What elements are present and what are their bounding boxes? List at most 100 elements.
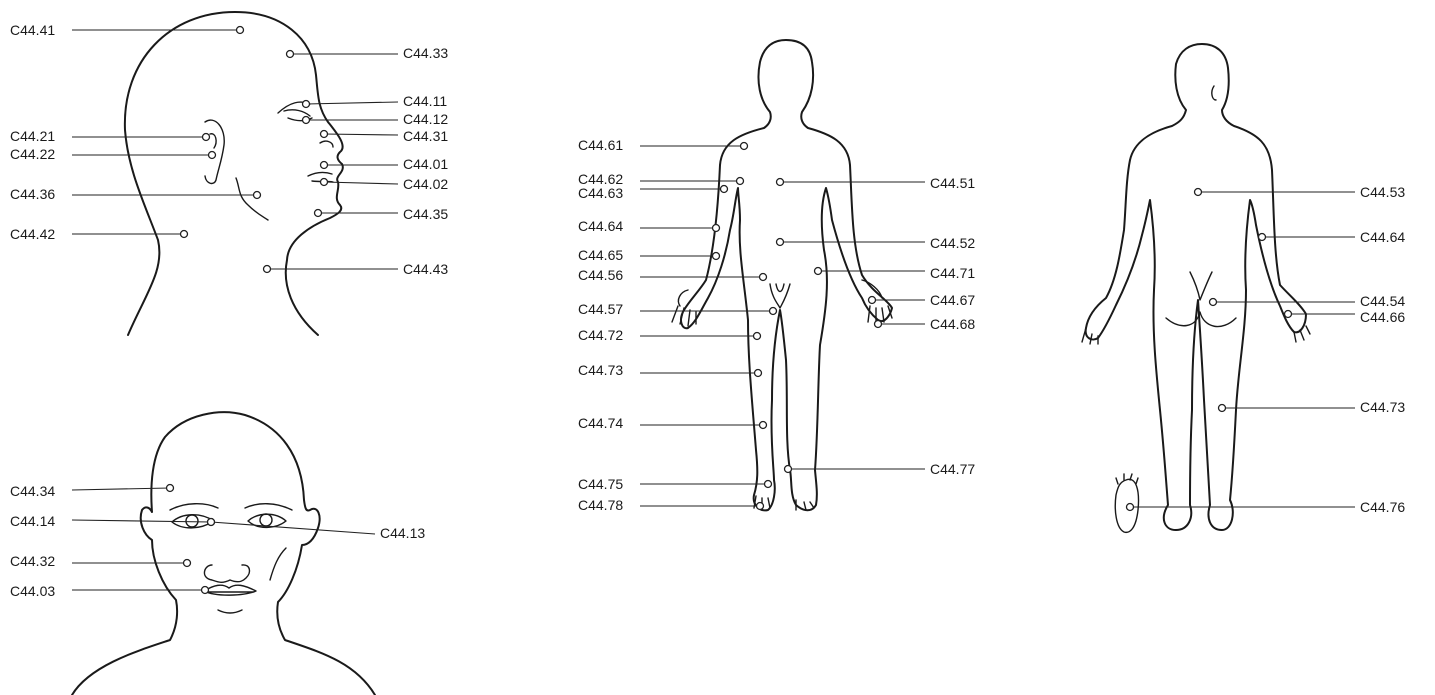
site-marker: [755, 501, 765, 511]
site-marker: [758, 272, 768, 282]
site-marker: [752, 331, 762, 341]
nostril-profile: [319, 140, 334, 148]
site-marker: [1217, 403, 1227, 413]
site-marker: [179, 229, 189, 239]
callout-c44-54: C44.54: [1208, 293, 1405, 309]
code-label: C44.41: [10, 22, 55, 38]
callout-c44-72: C44.72: [578, 327, 762, 343]
callout-c44-77: C44.77: [783, 461, 975, 477]
callout-c44-64: C44.64: [1257, 229, 1405, 245]
code-label: C44.33: [403, 45, 448, 61]
site-marker: [711, 251, 721, 261]
site-marker: [206, 517, 216, 527]
site-marker: [739, 141, 749, 151]
site-marker: [1208, 297, 1218, 307]
back-right-hand: [1293, 325, 1311, 343]
code-label: C44.31: [403, 128, 448, 144]
left-iris: [185, 514, 199, 528]
ear-outline: [204, 119, 225, 185]
front-right-hand: [861, 279, 893, 325]
nose-front: [203, 564, 251, 583]
callout-c44-61: C44.61: [578, 137, 749, 153]
site-marker: [813, 266, 823, 276]
buttocks-line: [1165, 271, 1237, 328]
site-marker: [711, 223, 721, 233]
callout-c44-12: C44.12: [301, 111, 448, 127]
site-marker: [719, 184, 729, 194]
callout-c44-62: C44.62: [578, 171, 745, 187]
callout-c44-65: C44.65: [578, 247, 721, 263]
code-label: C44.73: [578, 362, 623, 378]
code-label: C44.35: [403, 206, 448, 222]
body-front-outline: [680, 39, 893, 512]
callout-c44-51: C44.51: [775, 175, 975, 191]
code-label: C44.65: [578, 247, 623, 263]
code-label: C44.52: [930, 235, 975, 251]
site-marker: [775, 177, 785, 187]
callout-c44-67: C44.67: [867, 292, 975, 308]
code-label: C44.76: [1360, 499, 1405, 515]
code-label: C44.71: [930, 265, 975, 281]
site-marker: [319, 160, 329, 170]
body-back-figure: [1081, 43, 1311, 534]
code-label: C44.42: [10, 226, 55, 242]
callout-c44-68: C44.68: [873, 316, 975, 332]
callout-c44-66: C44.66: [1283, 309, 1405, 325]
code-label: C44.72: [578, 327, 623, 343]
leader-line: [323, 181, 399, 185]
cheek-line: [269, 547, 287, 581]
site-marker: [758, 420, 768, 430]
site-marker: [873, 319, 883, 329]
site-marker: [1283, 309, 1293, 319]
callout-c44-71: C44.71: [813, 265, 975, 281]
site-marker: [1257, 232, 1267, 242]
jaw-line: [235, 177, 269, 221]
site-marker: [235, 25, 245, 35]
callout-c44-57: C44.57: [578, 301, 778, 317]
callout-layer: C44.41C44.33C44.11C44.12C44.31C44.21C44.…: [10, 22, 1405, 599]
sole-toes: [1115, 473, 1139, 485]
code-label: C44.53: [1360, 184, 1405, 200]
code-label: C44.51: [930, 175, 975, 191]
callout-c44-43: C44.43: [262, 261, 448, 277]
code-label: C44.68: [930, 316, 975, 332]
site-marker: [285, 49, 295, 59]
code-label: C44.34: [10, 483, 55, 499]
back-left-hand: [1081, 327, 1099, 345]
callout-c44-34: C44.34: [10, 483, 175, 499]
callout-c44-53: C44.53: [1193, 184, 1405, 200]
site-marker: [182, 558, 192, 568]
site-marker: [301, 99, 311, 109]
code-label: C44.54: [1360, 293, 1405, 309]
site-marker: [262, 264, 272, 274]
code-label: C44.32: [10, 553, 55, 569]
code-label: C44.61: [578, 137, 623, 153]
site-marker: [313, 208, 323, 218]
callout-c44-41: C44.41: [10, 22, 245, 38]
site-marker: [200, 585, 210, 595]
head-profile-outline: [123, 11, 344, 336]
code-label: C44.67: [930, 292, 975, 308]
code-label: C44.74: [578, 415, 623, 431]
site-marker: [735, 176, 745, 186]
callout-c44-56: C44.56: [578, 267, 768, 283]
callout-c44-02: C44.02: [319, 176, 448, 192]
lips-front: [203, 584, 257, 596]
code-label: C44.11: [403, 93, 447, 109]
left-eyebrow: [169, 503, 219, 511]
leader-line: [71, 519, 212, 523]
leader-line: [323, 133, 399, 136]
callout-c44-75: C44.75: [578, 476, 773, 492]
sole-of-foot: [1114, 478, 1140, 534]
leader-line: [210, 521, 376, 535]
head-profile-figure: [123, 11, 344, 336]
callout-c44-33: C44.33: [285, 45, 448, 61]
code-label: C44.77: [930, 461, 975, 477]
site-marker: [763, 479, 773, 489]
callout-c44-22: C44.22: [10, 146, 217, 162]
callout-c44-73: C44.73: [578, 362, 763, 378]
site-marker: [768, 306, 778, 316]
code-label: C44.66: [1360, 309, 1405, 325]
callout-c44-31: C44.31: [319, 128, 448, 144]
